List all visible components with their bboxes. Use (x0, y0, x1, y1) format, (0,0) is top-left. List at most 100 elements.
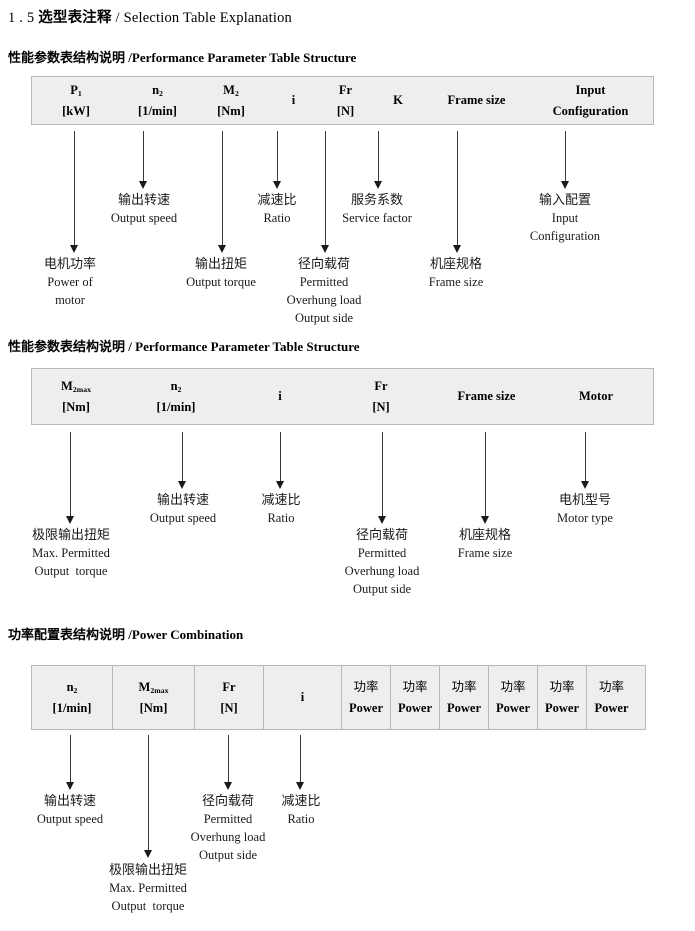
note-frame-size: 机座规格 Frame size (428, 257, 484, 290)
table3-col-i: i (264, 666, 342, 729)
arrow-to-frame-size-2 (481, 432, 490, 524)
note-ratio-3: 减速比 Ratio (281, 794, 321, 827)
note-motor-type: 电机型号 Motor type (557, 493, 613, 526)
table1-col-n2-symbol: n2 (152, 82, 163, 99)
table3-col-fr-symbol: Fr (222, 679, 236, 694)
table2-col-i: i (232, 369, 328, 424)
table1-col-fr-symbol: Fr (338, 82, 353, 97)
table1-col-p1-unit: [kW] (62, 103, 90, 118)
note-ratio: 减速比 Ratio (257, 193, 297, 226)
section-2-heading: 性能参数表结构说明 / Performance Parameter Table … (8, 336, 360, 355)
section-2-heading-separator: / (128, 339, 132, 354)
table1-col-m2-unit: [Nm] (217, 103, 245, 118)
table1-col-frame-size-symbol: Frame size (447, 93, 506, 108)
table2-col-m2max: M2max [Nm] (32, 369, 120, 424)
note-service-factor: 服务系数 Service factor (342, 193, 412, 226)
arrow-to-max-permitted-output-torque (66, 432, 75, 524)
section-1-heading-cn: 性能参数表结构说明 (8, 50, 126, 65)
arrow-to-power-of-motor (70, 131, 79, 253)
table3-col-i-symbol: i (300, 690, 305, 705)
arrow-to-permitted-overhung-load-3 (224, 735, 233, 790)
arrow-to-input-configuration (561, 131, 570, 189)
table1-col-fr: Fr [N] (320, 77, 371, 124)
table1-col-p1: P1 [kW] (32, 77, 120, 124)
table1-col-input-configuration: Input Configuration (528, 77, 653, 124)
arrow-to-permitted-overhung-load-2 (378, 432, 387, 524)
table3-col-power-5: 功率 Power (538, 666, 587, 729)
page-title-cn: 选型表注释 (38, 10, 112, 26)
table2-col-fr-symbol: Fr (374, 378, 388, 393)
performance-parameter-table-2: M2max [Nm] n2 [1/min] i Fr [N] Frame siz… (31, 368, 654, 425)
note-output-speed-3: 输出转速 Output speed (36, 794, 104, 827)
arrow-to-frame-size (453, 131, 462, 253)
table3-col-m2max-symbol: M2max (138, 679, 169, 696)
table1-col-p1-symbol: P1 (70, 82, 82, 99)
arrow-to-output-speed-3 (66, 735, 75, 790)
table3-col-n2: n2 [1/min] (32, 666, 113, 729)
table1-col-k-symbol: K (393, 93, 403, 108)
performance-parameter-table-1: P1 [kW] n2 [1/min] M2 [Nm] i Fr [N] K Fr… (31, 76, 654, 125)
table3-col-power-2: 功率 Power (391, 666, 440, 729)
table2-col-fr: Fr [N] (328, 369, 434, 424)
table2-col-n2: n2 [1/min] (120, 369, 232, 424)
note-frame-size-2: 机座规格 Frame size (457, 528, 513, 561)
page-title: 1 . 5 选型表注释 / Selection Table Explanatio… (8, 6, 292, 27)
table2-col-frame-size-symbol: Frame size (457, 389, 516, 404)
table1-col-m2: M2 [Nm] (195, 77, 267, 124)
page-title-number: 1 . 5 (8, 10, 35, 26)
table1-col-n2: n2 [1/min] (120, 77, 195, 124)
page-title-separator: / (115, 10, 120, 26)
table2-col-fr-unit: [N] (372, 399, 390, 414)
note-permitted-overhung-load: 径向载荷 Permitted Overhung load Output side (286, 257, 362, 325)
arrow-to-output-speed (139, 131, 148, 189)
table1-col-input-line1: Input (575, 82, 606, 97)
page-title-en: Selection Table Explanation (123, 10, 292, 26)
table3-col-m2max-unit: [Nm] (139, 700, 168, 715)
arrow-to-ratio-2 (276, 432, 285, 489)
table1-col-input-line2: Configuration (552, 103, 629, 118)
section-1-heading-separator: / (128, 50, 132, 65)
section-1-heading-en: Performance Parameter Table Structure (131, 50, 357, 65)
note-output-speed: 输出转速 Output speed (110, 193, 178, 226)
table3-col-fr-unit: [N] (220, 700, 238, 715)
table3-col-n2-symbol: n2 (66, 679, 78, 696)
note-permitted-overhung-load-3: 径向载荷 Permitted Overhung load Output side (190, 794, 266, 862)
table1-col-fr-unit: [N] (336, 103, 355, 118)
arrow-to-ratio (273, 131, 282, 189)
arrow-to-motor-type (581, 432, 590, 489)
section-2-heading-cn: 性能参数表结构说明 (8, 339, 126, 354)
table2-col-i-symbol: i (278, 389, 282, 404)
table1-col-k: K (371, 77, 425, 124)
note-input-configuration: 输入配置 Input Configuration (529, 193, 601, 244)
note-max-permitted-output-torque-3: 极限输出扭矩 Max. Permitted Output torque (108, 863, 188, 914)
table2-col-motor-symbol: Motor (578, 389, 613, 404)
table3-col-power-4: 功率 Power (489, 666, 538, 729)
table2-col-frame-size: Frame size (434, 369, 539, 424)
table3-col-m2max: M2max [Nm] (113, 666, 195, 729)
section-3-heading-en: Power Combination (131, 627, 244, 642)
table1-col-i: i (267, 77, 320, 124)
table3-col-power-1: 功率 Power (342, 666, 391, 729)
note-output-torque: 输出扭矩 Output torque (186, 257, 256, 290)
note-max-permitted-output-torque: 极限输出扭矩 Max. Permitted Output torque (31, 528, 111, 579)
table3-col-power-6: 功率 Power (594, 678, 629, 715)
table2-col-m2max-symbol: M2max (61, 378, 91, 395)
arrow-to-ratio-3 (296, 735, 305, 790)
arrow-to-service-factor (374, 131, 383, 189)
table3-col-n2-unit: [1/min] (52, 700, 92, 715)
table2-col-m2max-unit: [Nm] (62, 399, 90, 414)
table1-col-frame-size: Frame size (425, 77, 528, 124)
arrow-to-max-permitted-output-torque-3 (144, 735, 153, 858)
table1-col-n2-unit: [1/min] (138, 103, 177, 118)
arrow-to-output-torque (218, 131, 227, 253)
table3-col-power-3: 功率 Power (440, 666, 489, 729)
table1-col-m2-symbol: M2 (223, 82, 239, 99)
table2-col-n2-symbol: n2 (170, 378, 182, 395)
section-3-heading-cn: 功率配置表结构说明 (8, 627, 126, 642)
section-1-heading: 性能参数表结构说明 /Performance Parameter Table S… (8, 47, 356, 66)
note-permitted-overhung-load-2: 径向载荷 Permitted Overhung load Output side (344, 528, 420, 596)
note-power-of-motor: 电机功率 Power of motor (43, 257, 97, 308)
table2-col-n2-unit: [1/min] (156, 399, 196, 414)
note-output-speed-2: 输出转速 Output speed (149, 493, 217, 526)
section-3-heading-separator: / (128, 627, 132, 642)
